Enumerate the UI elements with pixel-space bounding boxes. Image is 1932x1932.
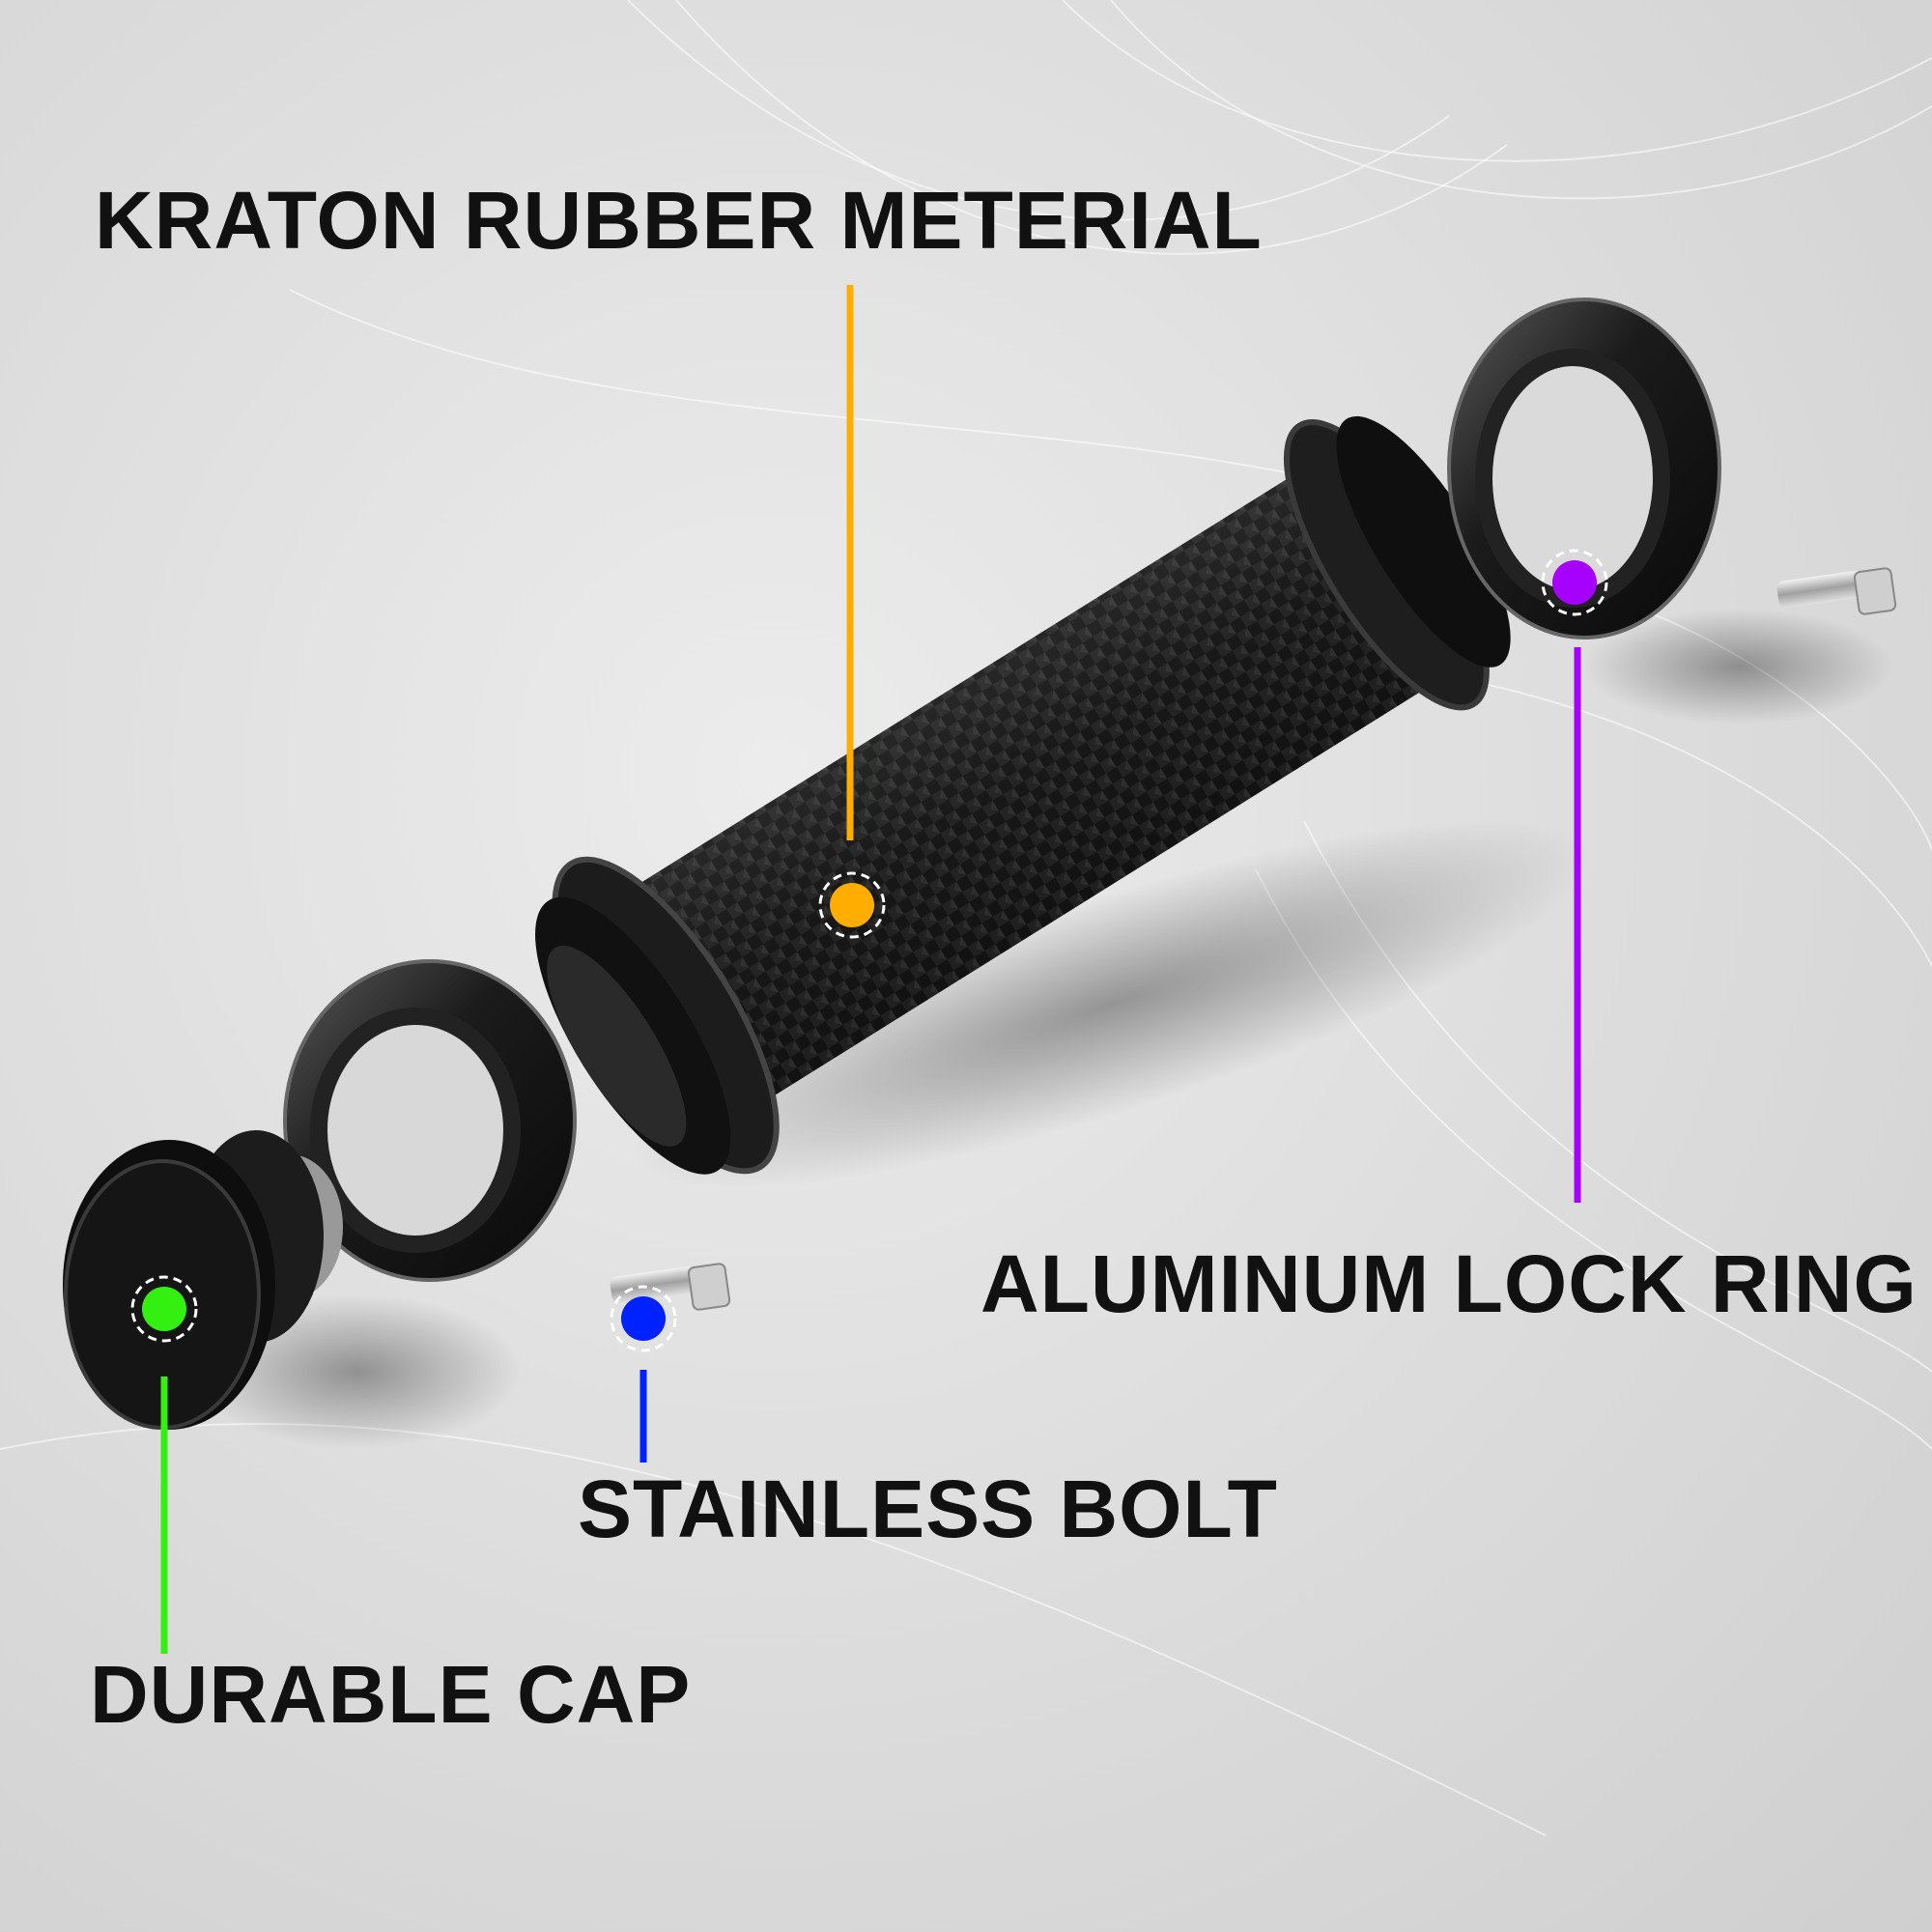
label-stainless-bolt: STAINLESS BOLT (578, 1463, 1278, 1554)
lock-ring-inner (283, 959, 577, 1282)
callout-dot-bolt (621, 1296, 666, 1341)
label-aluminum-lock-ring: ALUMINUM LOCK RING (980, 1238, 1918, 1329)
callout-dot-ring (1552, 560, 1597, 605)
callout-ring (1541, 549, 1608, 1203)
callout-cap (130, 1275, 198, 1654)
bolt-outer (1776, 567, 1897, 615)
label-durable-cap: DURABLE CAP (90, 1649, 692, 1740)
grip-shadow (632, 819, 1590, 1190)
callout-dot-rubber (830, 883, 874, 927)
callout-dot-cap (142, 1287, 186, 1331)
lock-ring-outer (1447, 298, 1721, 639)
label-kraton-rubber: KRATON RUBBER METERIAL (95, 175, 1263, 266)
bolt-inner (610, 1263, 731, 1311)
rubber-grip (535, 415, 1511, 1175)
callout-bolt (610, 1285, 677, 1463)
callout-rubber (818, 285, 886, 939)
ring-shadow (1584, 609, 1893, 724)
